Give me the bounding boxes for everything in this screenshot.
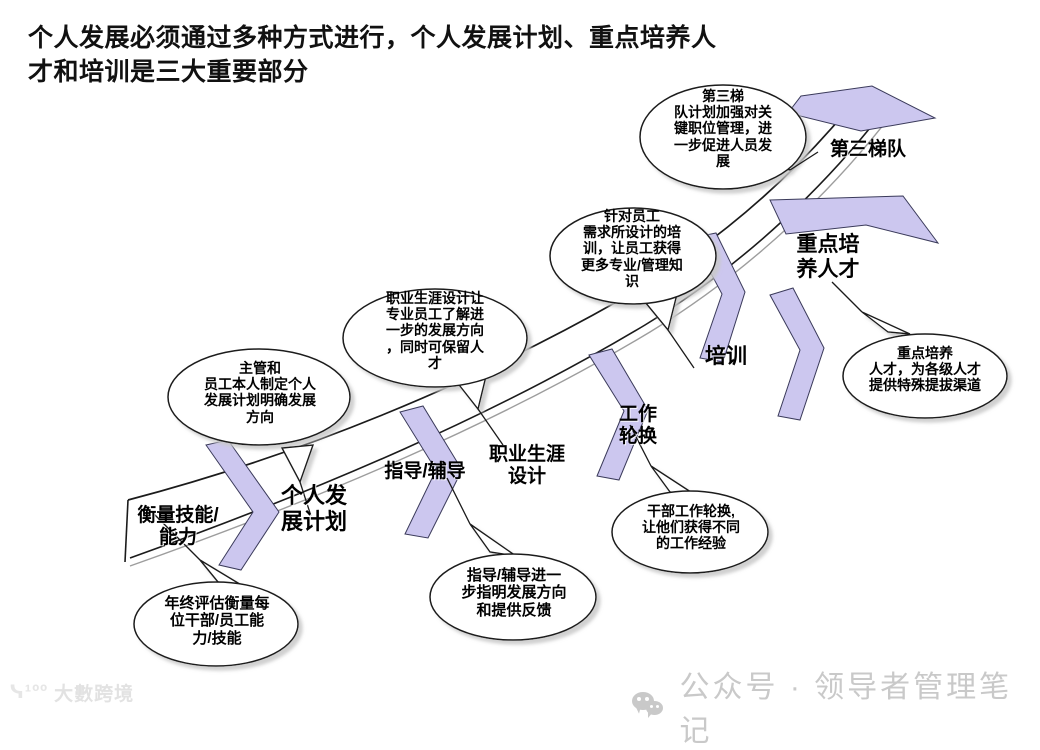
callout-coaching-feedback-leader xyxy=(446,477,471,525)
stage-arrow-4 xyxy=(769,287,825,421)
callout-supervisor-plan xyxy=(167,348,351,484)
watermark-left-label: 大數跨境 xyxy=(54,684,135,705)
callout-third-echelon-plan xyxy=(639,84,807,190)
callout-supervisor-plan-leader xyxy=(299,481,312,517)
stage-label-key-talent: 重点培 养人才 xyxy=(796,233,860,281)
callout-career-path xyxy=(342,288,528,411)
stage-label-personal-plan: 个人发 展计划 xyxy=(280,483,347,534)
stage-label-career-design: 职业生涯 设计 xyxy=(488,444,565,488)
stage-arrow-5 xyxy=(691,232,746,363)
page-title-line1: 个人发展必须通过多种方式进行，个人发展计划、重点培养人 xyxy=(28,24,717,52)
stage-label-training: 培训 xyxy=(705,345,747,368)
stage-arrows xyxy=(205,85,940,571)
callout-bubbles xyxy=(133,84,1008,667)
slide-canvas: 个人发展必须通过多种方式进行，个人发展计划、重点培养人 才和培训是三大重要部分 xyxy=(10,22,1009,748)
callout-text-annual-review: 年终评估衡量每 位干部/员工能 力/技能 xyxy=(164,595,270,647)
callout-key-talent-channel xyxy=(842,311,1008,419)
watermark-bottom: 公众号 · 领导者管理笔记 xyxy=(632,662,1040,750)
callout-annual-review xyxy=(133,559,299,667)
arc-upper-edge xyxy=(127,91,863,501)
callout-key-talent-channel-leader xyxy=(831,281,863,313)
stage-arrow-7 xyxy=(787,85,937,132)
watermark-left: ᓭ¹ºº 大數跨境 xyxy=(10,679,134,706)
callout-text-career-path: 职业生涯设计让 专业员工了解进 一步的发展方向 ，同时可保留人 才 xyxy=(386,290,484,371)
stage-label-job-rotation: 工作 轮换 xyxy=(618,404,657,448)
stage-label-measure-skills: 衡量技能/ 能力 xyxy=(137,505,219,549)
arc-left-cap xyxy=(124,499,129,563)
callout-text-supervisor-plan: 主管和 员工本人制定个人 发展计划明确发展 方向 xyxy=(204,360,316,425)
callout-career-path-leader xyxy=(477,408,504,446)
callout-training-design-leader xyxy=(667,329,695,369)
callout-training-design xyxy=(549,207,717,332)
stage-arrow-6 xyxy=(769,195,940,244)
watermark-left-glyph: ᓭ¹ºº xyxy=(10,682,49,703)
callout-rotation-experience xyxy=(611,465,769,574)
page-title-line2: 才和培训是三大重要部分 xyxy=(28,57,309,86)
arc-lower-edge-shadow xyxy=(129,105,899,567)
arc-lower-edge xyxy=(129,99,893,559)
callout-text-rotation-experience: 干部工作轮换, 让他们获得不同 的工作经验 xyxy=(642,503,740,552)
stage-arrow-2 xyxy=(399,405,463,539)
wechat-icon xyxy=(632,692,666,720)
stage-label-third-echelon: 第三梯队 xyxy=(829,139,906,160)
watermark-bottom-label: 公众号 · 领导者管理笔记 xyxy=(679,671,1013,748)
stage-arrow-3 xyxy=(588,348,649,481)
callout-coaching-feedback xyxy=(429,523,597,641)
page-title: 个人发展必须通过多种方式进行，个人发展计划、重点培养人 才和培训是三大重要部分 xyxy=(28,22,808,90)
callout-rotation-experience-leader xyxy=(629,424,652,467)
callout-third-echelon-plan-leader xyxy=(789,151,819,171)
callout-text-third-echelon-plan: 第三梯 队计划加强对关 键职位管理，进 一步促进人员发 展 xyxy=(674,88,772,169)
callout-text-training-design: 针对员工 需求所设计的培 训，让员工获得 更多专业/管理知 识 xyxy=(581,208,683,289)
process-arc-diagram xyxy=(124,84,1008,667)
callout-annual-review-leader xyxy=(151,511,201,561)
stage-label-coaching: 指导/辅导 xyxy=(384,461,466,482)
callout-text-coaching-feedback: 指导/辅导进一 步指明发展方向 和提供反馈 xyxy=(461,567,567,619)
callout-text-key-talent-channel: 重点培养 人才，为各级人才 提供特殊提拔渠道 xyxy=(869,345,981,394)
